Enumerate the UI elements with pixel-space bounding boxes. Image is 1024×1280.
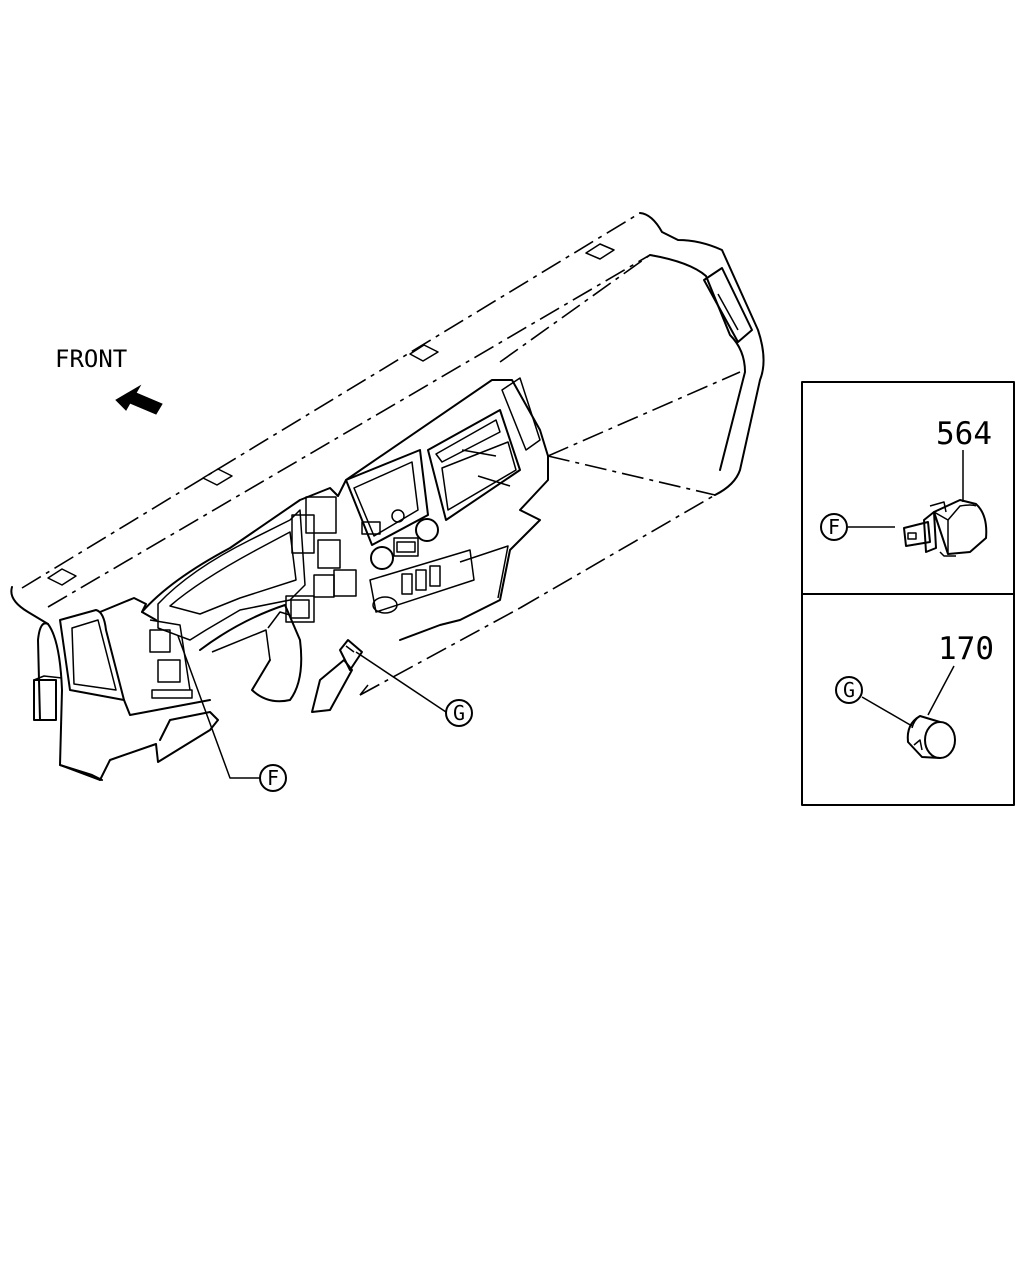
front-label: FRONT: [55, 345, 127, 373]
part-number-564: 564: [936, 416, 992, 452]
dashboard-assembly: [10, 212, 765, 781]
detail-panel: [801, 381, 1015, 806]
leader-line-g: [355, 651, 447, 713]
part-number-170: 170: [938, 631, 994, 667]
svg-text:G: G: [843, 678, 855, 702]
callout-f-detail: F: [820, 513, 848, 541]
switch-part-564: [903, 499, 988, 557]
callout-g-detail: G: [835, 676, 863, 704]
leader-line-170: [927, 665, 955, 716]
svg-text:F: F: [828, 515, 840, 539]
leader-line-g-detail: [861, 696, 913, 727]
callout-g-main: G: [445, 699, 473, 727]
callout-f-main: F: [259, 764, 287, 792]
svg-text:F: F: [267, 766, 279, 790]
plug-part-170: [906, 715, 956, 759]
leader-line-f: [177, 635, 260, 779]
front-arrow-icon: [115, 384, 163, 415]
svg-text:G: G: [453, 701, 465, 725]
